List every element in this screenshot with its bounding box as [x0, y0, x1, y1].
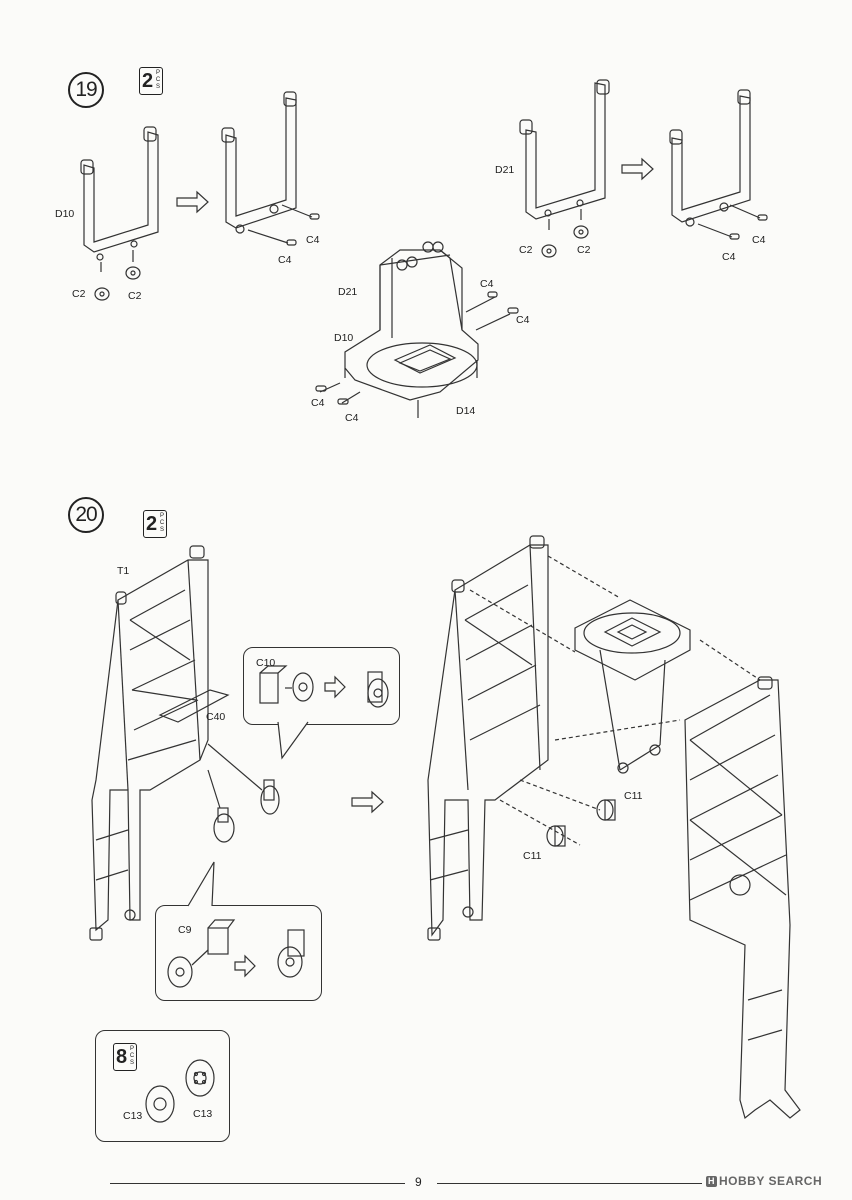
part-label-c2: C2: [128, 290, 142, 302]
step-20-number: 20: [68, 497, 104, 533]
part-label-c11: C11: [624, 790, 643, 802]
step-19-number: 19: [68, 72, 104, 108]
base-assembly-drawing: [315, 241, 519, 418]
page-number: 9: [415, 1175, 422, 1189]
part-label-c13: C13: [193, 1108, 213, 1120]
quantity-unit: PCS: [129, 1046, 135, 1066]
part-label-d21: D21: [495, 164, 515, 176]
part-label-t1: T1: [117, 565, 130, 577]
watermark-text: HOBBY SEARCH: [719, 1174, 823, 1188]
part-label-c4: C4: [306, 234, 320, 246]
part-label-c4: C4: [278, 254, 292, 266]
part-label-c13: C13: [123, 1110, 143, 1122]
quantity-value: 2: [142, 70, 154, 92]
part-label-d10: D10: [55, 208, 75, 220]
watermark-logo-icon: H: [706, 1176, 717, 1187]
part-label-c4: C4: [516, 314, 530, 326]
part-label-c4: C4: [480, 278, 494, 290]
part-label-d21: D21: [338, 286, 358, 298]
part-label-c9: C9: [178, 924, 192, 936]
part-label-c4: C4: [345, 412, 359, 424]
quantity-unit: PCS: [159, 513, 165, 533]
part-label-c2: C2: [72, 288, 86, 300]
part-label-c40: C40: [206, 711, 226, 723]
frame-d10-drawing: [80, 126, 159, 301]
callout-c9-detail: [155, 905, 322, 1001]
part-label-d14: D14: [456, 405, 476, 417]
callout-c10-detail: [243, 647, 400, 725]
part-label-d10: D10: [334, 332, 354, 344]
c9-detail-drawing: [167, 919, 305, 988]
part-label-c10: C10: [256, 657, 276, 669]
quantity-unit: PCS: [155, 70, 161, 90]
footer-rule-left: [110, 1183, 405, 1184]
part-label-c2: C2: [577, 244, 591, 256]
part-label-c2: C2: [519, 244, 533, 256]
c13-detail-drawing: [145, 1059, 215, 1123]
part-label-c4: C4: [722, 251, 736, 263]
tower-t1-drawing: [89, 545, 280, 941]
part-label-c4: C4: [311, 397, 325, 409]
frame-assembled-drawing: [221, 91, 320, 246]
frame-assembled-drawing: [669, 89, 768, 240]
quantity-value: 2: [146, 513, 158, 535]
quantity-value: 8: [116, 1046, 128, 1068]
step-20-quantity-badge: 2 PCS: [143, 510, 167, 538]
footer-rule-right: [437, 1183, 702, 1184]
step-19-quantity-badge: 2 PCS: [139, 67, 163, 95]
c10-detail-drawing: [259, 665, 389, 708]
part-label-c11: C11: [523, 850, 542, 862]
c13-quantity-badge: 8 PCS: [113, 1043, 137, 1071]
assembled-crane-drawing: [427, 535, 801, 1120]
frame-d21-drawing: [519, 79, 610, 258]
part-label-c4: C4: [752, 234, 766, 246]
